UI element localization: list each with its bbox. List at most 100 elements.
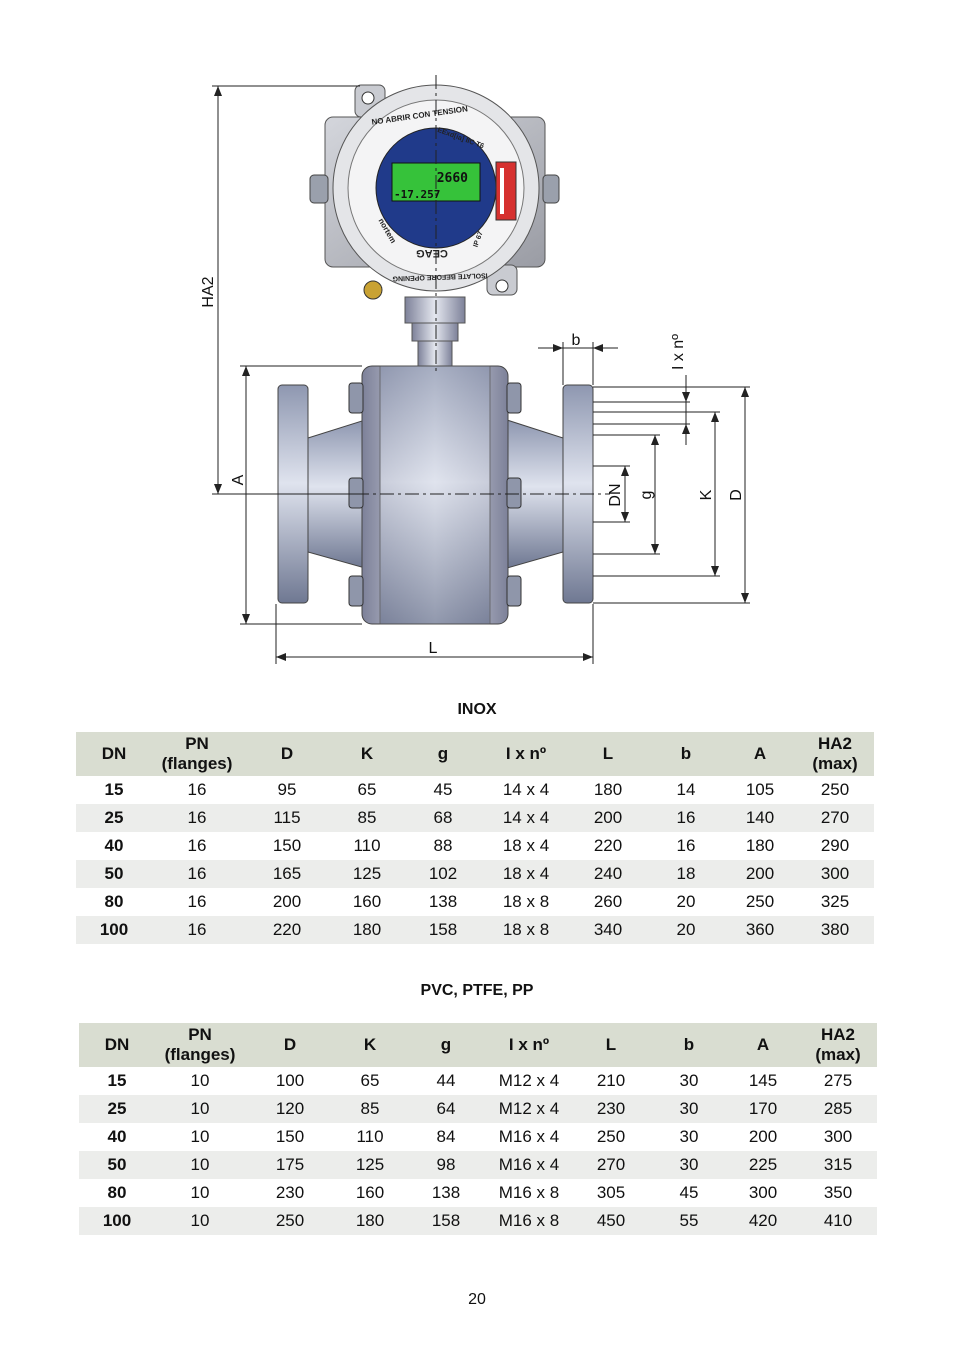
table-cell: 360 [724, 916, 796, 944]
brand-label: CEAG [416, 247, 448, 259]
dn-cell: 80 [104, 892, 124, 911]
table-cell: 140 [724, 804, 796, 832]
table-cell: 220 [593, 836, 623, 855]
table-cell: 165 [242, 860, 332, 888]
page-number: 20 [468, 1291, 486, 1308]
dim-label-ixn: I x nº [670, 334, 687, 370]
table-cell: 10 [155, 1207, 245, 1235]
table-cell: 110 [353, 836, 381, 855]
table-cell: 300 [796, 860, 874, 888]
table-cell: 270 [571, 1151, 651, 1179]
table-cell: 16 [187, 780, 207, 799]
column-header: PN (flanges) [152, 732, 242, 776]
table-cell: 305 [596, 1183, 626, 1202]
table-title-pvc: PVC, PTFE, PP [420, 982, 534, 999]
table-cell: 170 [727, 1095, 799, 1123]
column-header: HA2 (max) [799, 1023, 877, 1067]
table-cell: 450 [571, 1207, 651, 1235]
table-cell: 150 [275, 1127, 305, 1146]
dim-label-a: A [230, 474, 247, 485]
table-cell: 14 x 4 [484, 804, 568, 832]
table-cell: 250 [596, 1127, 626, 1146]
warning-bottom-label: ISOLATE BEFORE OPENING [392, 271, 488, 281]
table-cell: 240 [568, 860, 648, 888]
column-header: K [335, 1023, 405, 1067]
table-cell: 270 [796, 804, 874, 832]
table-title-inox: INOX [457, 701, 497, 718]
table-cell: 210 [596, 1071, 626, 1090]
table-cell: 98 [405, 1151, 487, 1179]
table-cell: 138 [431, 1183, 461, 1202]
column-header: I x nº [484, 732, 568, 776]
table-cell: M12 x 4 [487, 1095, 571, 1123]
table-cell: 100 [275, 1071, 305, 1090]
table-cell: 20 [676, 892, 696, 911]
table-cell: 300 [823, 1127, 853, 1146]
table-cell: 18 x 8 [502, 892, 550, 911]
column-header: DN [79, 1023, 155, 1067]
table-cell: 158 [405, 1207, 487, 1235]
dim-label-b: b [572, 332, 581, 349]
table-cell: 16 [152, 860, 242, 888]
transmitter-neck [404, 296, 466, 367]
table-cell: 410 [799, 1207, 877, 1235]
table-cell: 102 [402, 860, 484, 888]
table-cell: 230 [571, 1095, 651, 1123]
dn-cell: 40 [104, 836, 124, 855]
table-cell: 44 [436, 1071, 456, 1090]
table-cell: 16 [152, 804, 242, 832]
table-cell: 340 [568, 916, 648, 944]
dim-label-ha2: HA2 [200, 276, 217, 307]
display-total-reading: -17.257 [394, 188, 440, 201]
table-cell: M16 x 4 [498, 1127, 560, 1146]
table-cell: M16 x 8 [487, 1207, 571, 1235]
dn-cell: 80 [107, 1183, 127, 1202]
table-cell: 200 [272, 892, 302, 911]
table-cell: 260 [593, 892, 623, 911]
table-cell: M16 x 4 [487, 1151, 571, 1179]
table-cell: 68 [402, 804, 484, 832]
table-cell: 85 [335, 1095, 405, 1123]
table-cell: 120 [245, 1095, 335, 1123]
table-cell: 14 x 4 [502, 780, 550, 799]
table-cell: 10 [155, 1095, 245, 1123]
table-cell: 200 [724, 860, 796, 888]
table-cell: 84 [436, 1127, 456, 1146]
column-header: g [405, 1023, 487, 1067]
dn-cell: 25 [76, 804, 152, 832]
dim-label-d: D [728, 489, 745, 501]
table-cell: 250 [745, 892, 775, 911]
table-cell: 175 [245, 1151, 335, 1179]
column-header: b [651, 1023, 727, 1067]
table-cell: 285 [799, 1095, 877, 1123]
dn-cell: 50 [76, 860, 152, 888]
table-cell: 110 [356, 1127, 384, 1146]
table-cell: 18 x 8 [484, 916, 568, 944]
column-header: HA2 (max) [796, 732, 874, 776]
column-header: PN (flanges) [155, 1023, 245, 1067]
table-cell: 350 [823, 1183, 853, 1202]
table-cell: 220 [242, 916, 332, 944]
table-cell: 125 [332, 860, 402, 888]
flowmeter-dimension-drawing: 2660 -17.257 NO ABRIR CON TENSION ISOLAT… [200, 75, 750, 664]
table-cell: 150 [272, 836, 302, 855]
dn-cell: 100 [76, 916, 152, 944]
table-cell: 115 [242, 804, 332, 832]
dn-cell: 40 [107, 1127, 127, 1146]
table-cell: 125 [335, 1151, 405, 1179]
table-cell: 10 [190, 1183, 210, 1202]
column-header: D [242, 732, 332, 776]
table-cell: 16 [187, 892, 207, 911]
table-cell: 380 [796, 916, 874, 944]
table-cell: 10 [155, 1151, 245, 1179]
dim-label-g: g [638, 491, 655, 500]
table-cell: 325 [820, 892, 850, 911]
table-cell: 55 [651, 1207, 727, 1235]
table-cell: 88 [433, 836, 453, 855]
